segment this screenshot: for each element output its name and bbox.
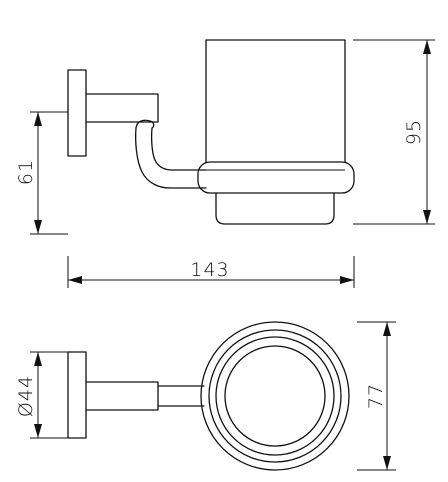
side-holder-ring xyxy=(197,161,355,194)
dim-143: 143 xyxy=(67,256,355,288)
dim-95-label: 95 xyxy=(403,119,425,145)
top-support-arm xyxy=(85,381,159,411)
side-wall-plate xyxy=(67,69,87,157)
top-inner-ring xyxy=(224,345,326,447)
dim-61: 61 xyxy=(15,111,68,235)
side-curved-connector-inner xyxy=(150,127,207,171)
top-connector xyxy=(157,385,205,407)
top-view xyxy=(67,321,350,471)
dim-61-label: 61 xyxy=(15,159,37,185)
side-glass-cup xyxy=(205,39,346,163)
top-ring-2 xyxy=(208,329,342,463)
dim-143-label: 143 xyxy=(190,259,229,281)
top-wall-plate xyxy=(67,351,87,439)
dim-diameter-44-label: Ø44 xyxy=(15,375,37,417)
top-ring-3 xyxy=(215,336,335,456)
dim-diameter-44: Ø44 xyxy=(15,351,68,439)
dim-77: 77 xyxy=(357,321,396,471)
side-support-arm xyxy=(85,93,159,123)
dim-77-label: 77 xyxy=(365,383,387,409)
top-outer-ring xyxy=(200,321,350,471)
side-view xyxy=(67,39,355,225)
side-curved-connector xyxy=(135,127,207,189)
side-cup-base xyxy=(215,192,335,225)
dim-95: 95 xyxy=(353,39,435,225)
side-elbow xyxy=(135,119,155,129)
